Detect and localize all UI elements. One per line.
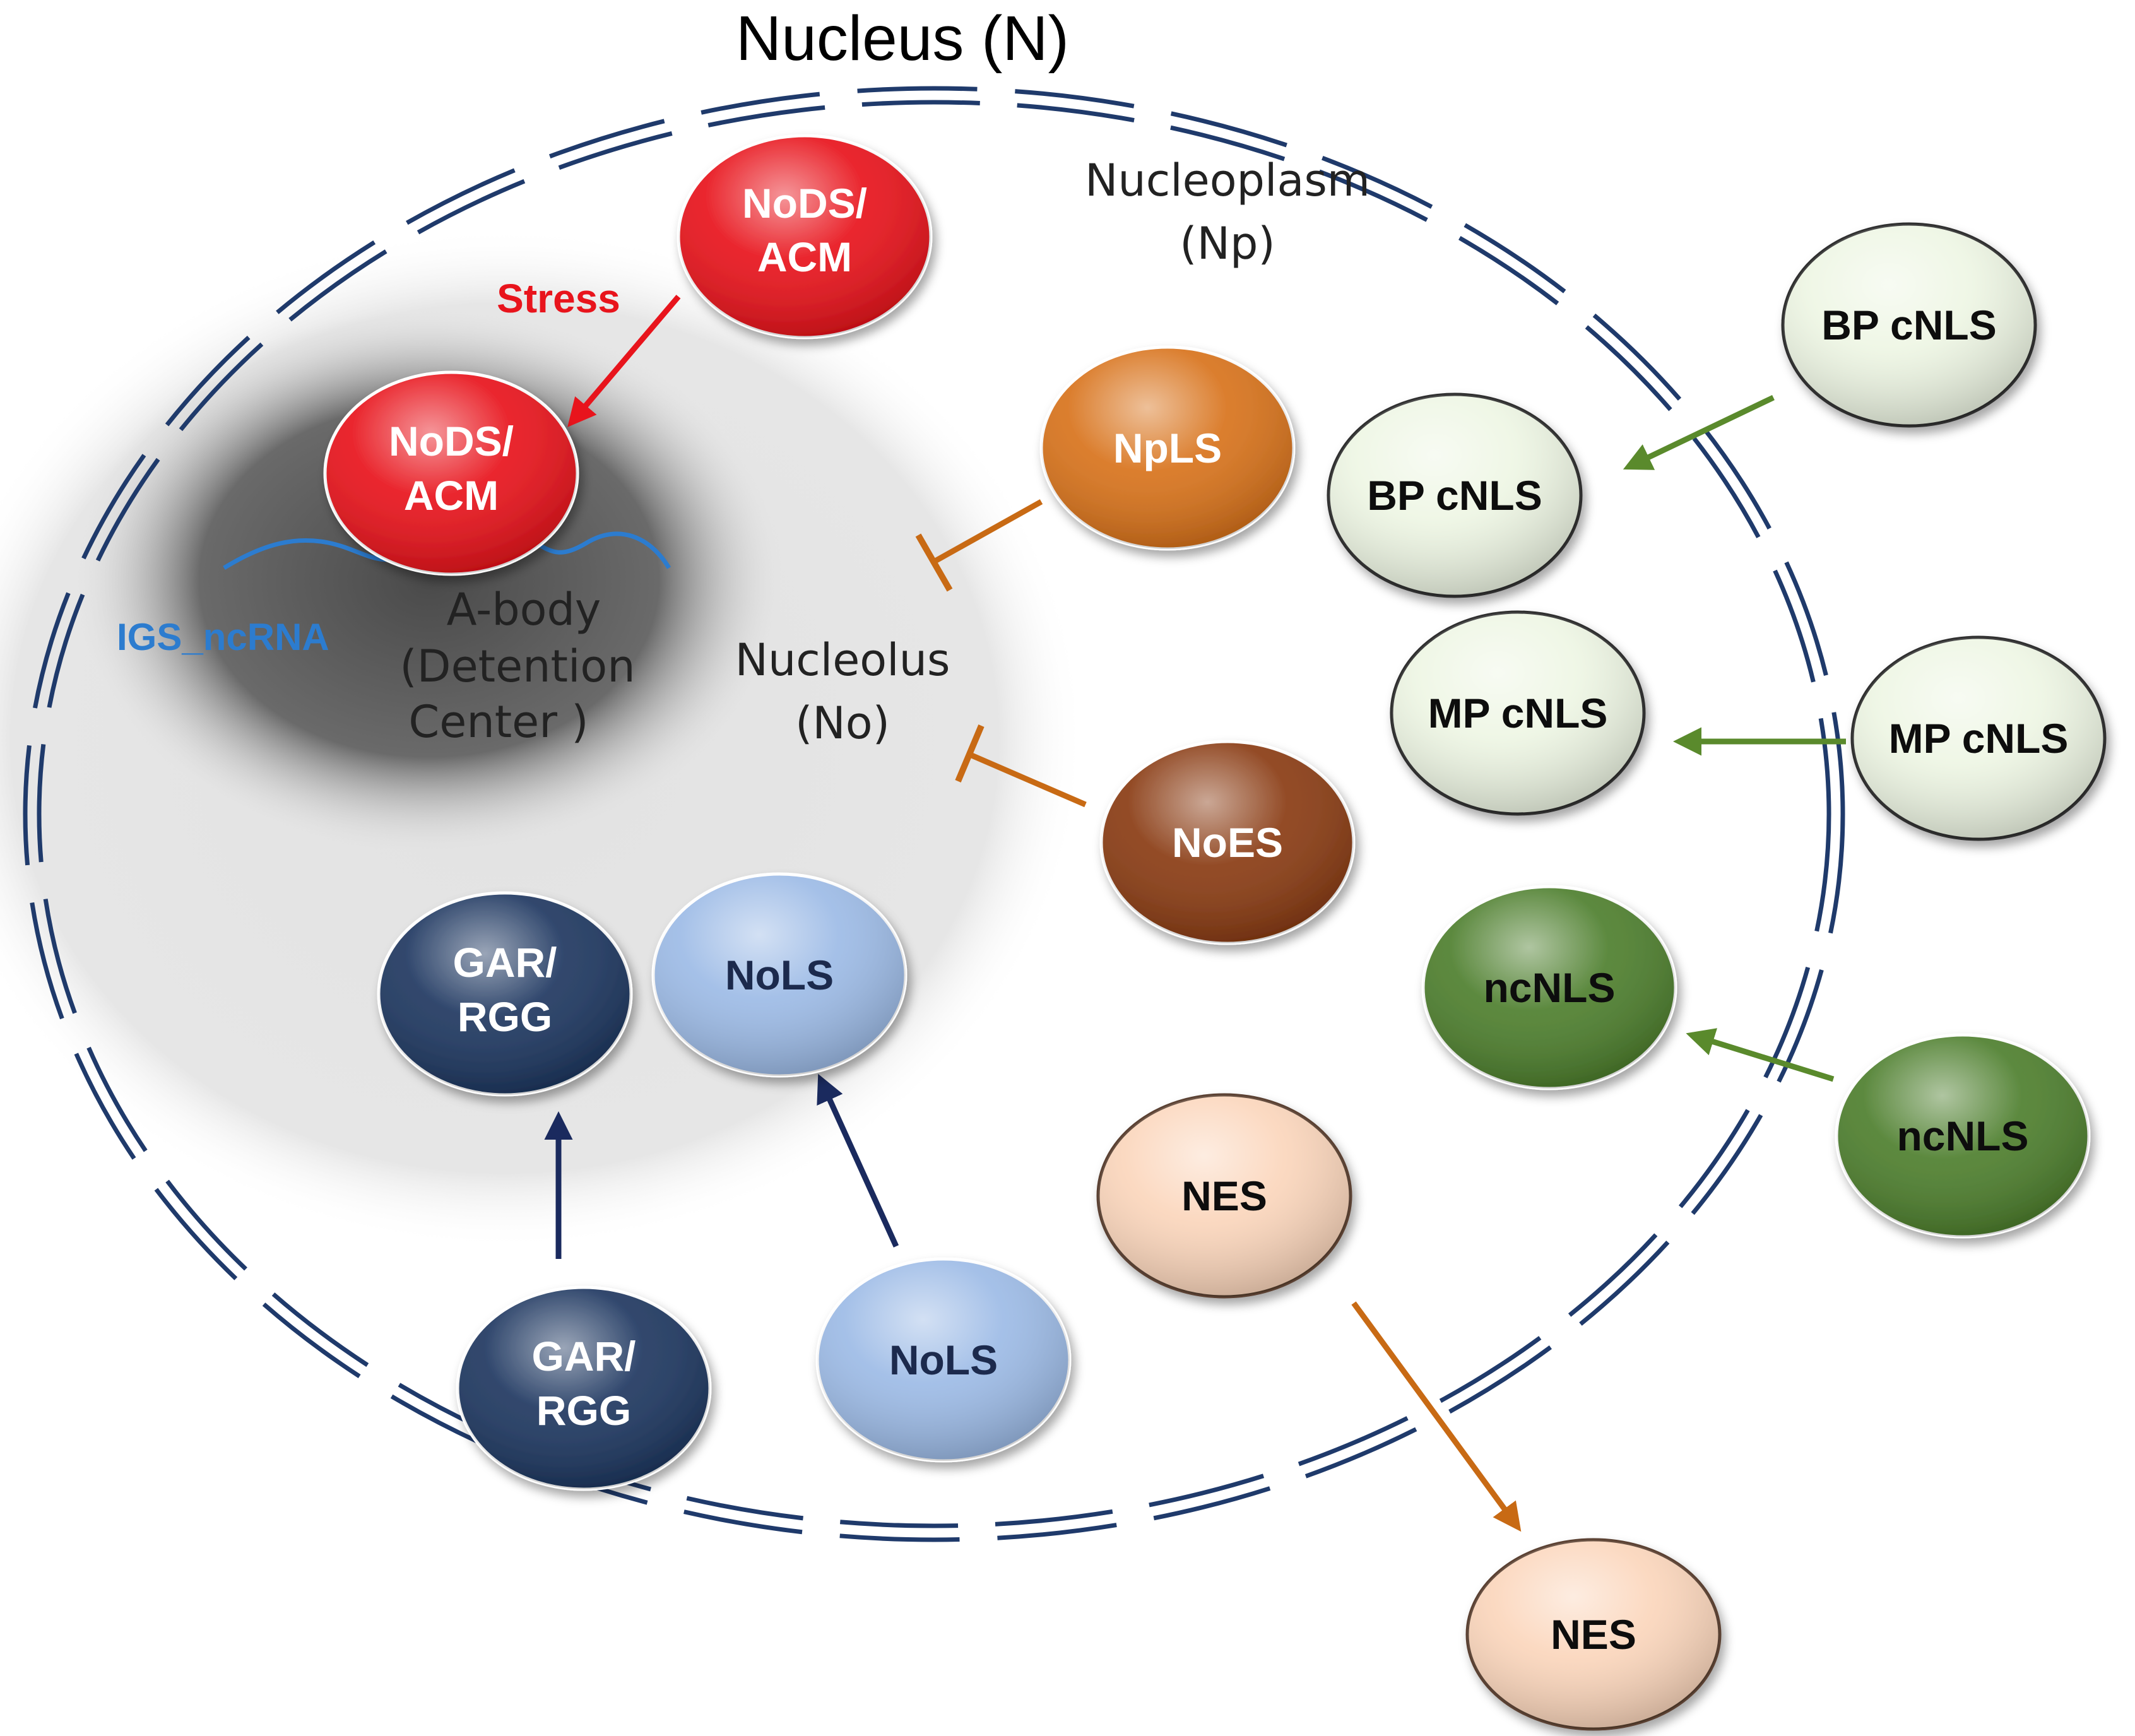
node-label: MP cNLS — [1889, 715, 2069, 762]
npls-inhibit-line — [932, 499, 1043, 564]
stress-label: Stress — [497, 276, 620, 321]
a-body-label-line3: Center ) — [408, 696, 588, 748]
nucleoplasm-label-line2: (Np) — [1180, 218, 1275, 269]
bp-cnls-arrow — [1623, 394, 1775, 470]
nodes: NoDS/ ACM NoDS/ ACM NpLS NoES GAR/ RGG — [323, 134, 2107, 1731]
node-label: ncNLS — [1483, 964, 1615, 1011]
node-label-line1: NoDS/ — [742, 180, 867, 227]
node-label-line2: RGG — [458, 993, 552, 1040]
node-label: NoES — [1172, 819, 1283, 866]
node-label: NES — [1551, 1611, 1636, 1658]
node-label: BP cNLS — [1367, 472, 1542, 519]
nols-node-outer: NoLS — [815, 1257, 1072, 1463]
arrows — [544, 295, 1846, 1532]
npls-inhibit-bar — [915, 533, 953, 592]
nols-arrow — [817, 1073, 899, 1248]
nes-node-outer: NES — [1465, 1538, 1722, 1731]
gar-rgg-node-outer: GAR/ RGG — [456, 1285, 712, 1491]
nucleolus-label-line1: Nucleolus — [735, 634, 950, 686]
ncnls-arrow — [1686, 1028, 1835, 1082]
noes-node: NoES — [1099, 740, 1356, 945]
nes-node-inner: NES — [1096, 1093, 1352, 1299]
node-label: NoLS — [889, 1337, 998, 1383]
bp-cnls-node-outer: BP cNLS — [1781, 222, 2037, 428]
node-label: MP cNLS — [1428, 690, 1608, 736]
noes-inhibit-line — [967, 751, 1087, 808]
node-label-line1: NoDS/ — [389, 418, 514, 464]
mp-cnls-node-outer: MP cNLS — [1850, 635, 2107, 841]
stress-arrow — [567, 295, 681, 427]
node-label: NpLS — [1113, 425, 1222, 471]
gar-rgg-node-inner: GAR/ RGG — [377, 891, 633, 1097]
igs-ncrna-label: IGS_ncRNA — [117, 616, 329, 658]
a-body-region — [76, 309, 783, 852]
nods-acm-node-inner: NoDS/ ACM — [323, 370, 579, 576]
npls-node: NpLS — [1039, 345, 1296, 551]
node-label: NES — [1181, 1172, 1267, 1219]
node-label: BP cNLS — [1821, 302, 1997, 348]
node-label: NoLS — [725, 952, 834, 998]
nuclear-membrane — [23, 86, 1845, 1542]
mp-cnls-node-inner: MP cNLS — [1390, 610, 1646, 816]
nucleoplasm-label-line1: Nucleoplasm — [1085, 155, 1370, 206]
node-label-line2: RGG — [536, 1387, 631, 1434]
nes-export-arrow — [1351, 1301, 1522, 1532]
a-body-label-line1: A-body — [447, 584, 601, 635]
ncnls-node-inner: ncNLS — [1421, 885, 1677, 1090]
nods-acm-node-outer: NoDS/ ACM — [677, 134, 933, 340]
nols-node-inner: NoLS — [651, 872, 908, 1078]
node-label: ncNLS — [1896, 1113, 2028, 1159]
node-label-line1: GAR/ — [532, 1333, 636, 1379]
a-body-label-line2: (Detention — [399, 641, 635, 692]
nucleus-label: Nucleus (N) — [736, 3, 1069, 74]
nucleolus-label-line2: (No) — [795, 697, 890, 749]
noes-inhibit-bar — [955, 724, 985, 782]
bp-cnls-node-inner: BP cNLS — [1327, 393, 1583, 598]
node-label-line2: ACM — [404, 472, 499, 519]
node-label-line2: ACM — [757, 233, 852, 280]
node-label-line1: GAR/ — [453, 939, 557, 986]
ncnls-node-outer: ncNLS — [1835, 1033, 2091, 1239]
